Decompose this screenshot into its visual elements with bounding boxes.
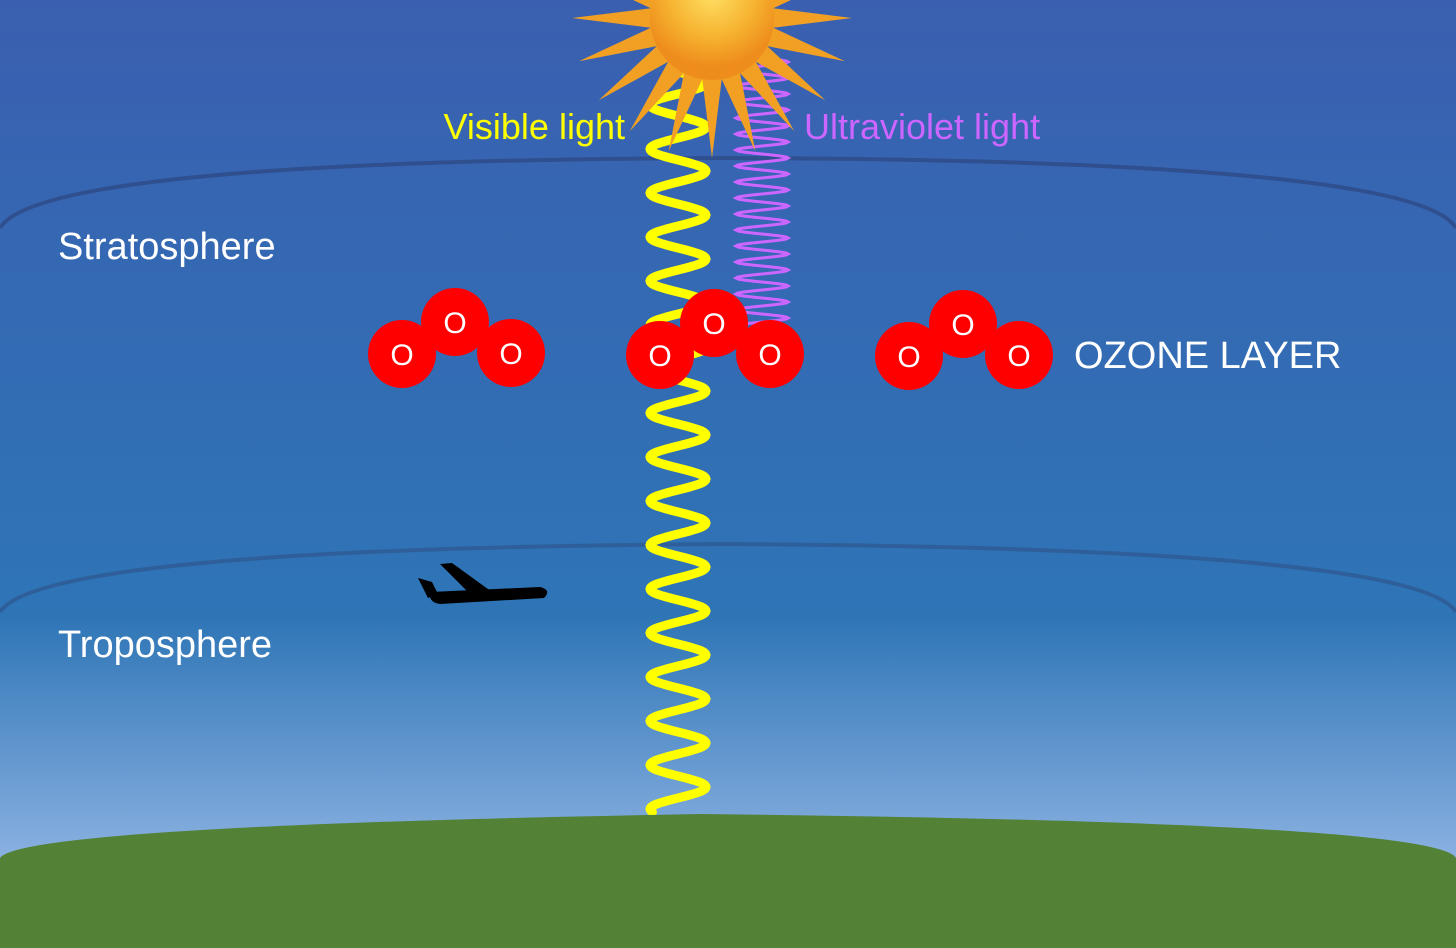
ozone-layer-label: OZONE LAYER <box>1074 335 1341 377</box>
oxygen-atom <box>985 321 1053 389</box>
oxygen-atom <box>368 320 436 388</box>
ultraviolet-light-label: Ultraviolet light <box>804 106 1040 147</box>
ozone-molecule: O O O <box>626 289 804 389</box>
atom-label: O <box>499 338 522 371</box>
airplane-icon <box>418 563 548 604</box>
stratosphere-label: Stratosphere <box>58 226 276 268</box>
visible-light-label: Visible light <box>444 106 625 147</box>
atom-label: O <box>951 309 974 342</box>
atom-label: O <box>758 339 781 372</box>
troposphere-boundary <box>0 541 1456 614</box>
oxygen-atom <box>626 321 694 389</box>
atom-label: O <box>897 341 920 374</box>
oxygen-atom <box>929 290 997 358</box>
atom-label: O <box>390 339 413 372</box>
visible-light-wave <box>645 67 711 817</box>
sun-icon <box>572 0 852 158</box>
oxygen-atom <box>736 320 804 388</box>
troposphere-label: Troposphere <box>58 624 272 666</box>
oxygen-atom <box>477 319 545 387</box>
oxygen-atom <box>680 289 748 357</box>
atom-label: O <box>702 308 725 341</box>
atom-label: O <box>1007 340 1030 373</box>
oxygen-atom <box>875 322 943 390</box>
atom-label: O <box>648 340 671 373</box>
oxygen-atom <box>421 288 489 356</box>
ground <box>0 814 1456 948</box>
atom-label: O <box>443 307 466 340</box>
ozone-molecule: O O O <box>875 290 1053 390</box>
stratosphere-boundary <box>0 155 1456 230</box>
ozone-molecule: O O O <box>368 288 545 388</box>
